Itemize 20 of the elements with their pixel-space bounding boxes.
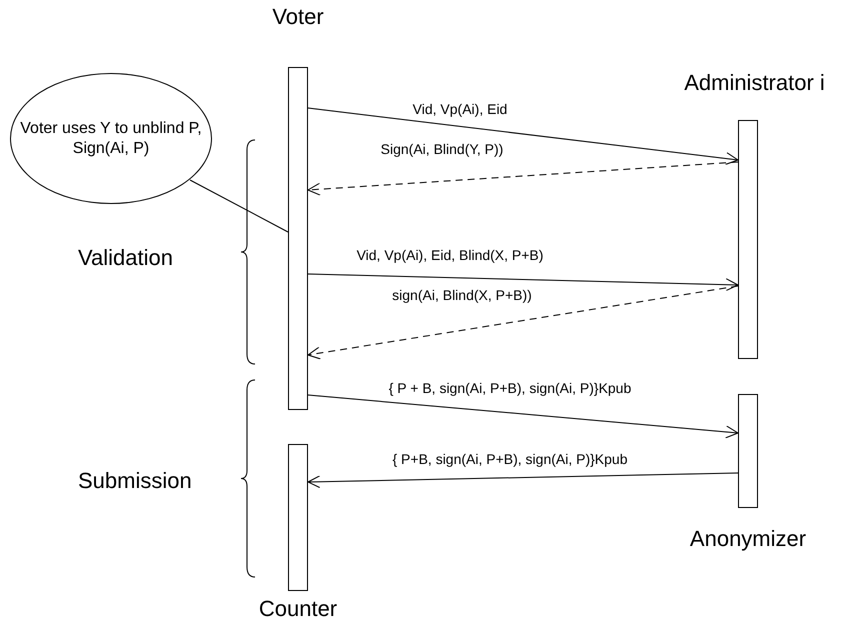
arrow [308, 472, 738, 488]
edge-label: Sign(Ai, Blind(Y, P)) [378, 141, 506, 158]
edge-label: Vid, Vp(Ai), Eid, Blind(X, P+B) [354, 247, 546, 264]
arrow [308, 394, 738, 438]
edge-label: Vid, Vp(Ai), Eid [410, 101, 510, 118]
note-ellipse: Voter uses Y to unblind P, Sign(Ai, P) [10, 73, 212, 204]
leader-line [190, 180, 288, 232]
dashed-arrow [308, 162, 738, 196]
phase-label: Submission [78, 468, 192, 494]
arrow [308, 108, 738, 166]
lifeline-title: Anonymizer [688, 526, 808, 552]
dashed-arrow [308, 286, 738, 360]
arrow [308, 274, 738, 292]
lifeline-title: Administrator i [683, 70, 826, 96]
edge-label: sign(Ai, Blind(X, P+B)) [390, 287, 534, 304]
lifeline-title: Voter [271, 4, 325, 30]
phase-label: Validation [78, 245, 173, 271]
edge-label: { P + B, sign(Ai, P+B), sign(Ai, P)}Kpub [386, 380, 634, 397]
lifeline-title: Counter [258, 596, 338, 622]
edge-label: { P+B, sign(Ai, P+B), sign(Ai, P)}Kpub [390, 451, 630, 468]
